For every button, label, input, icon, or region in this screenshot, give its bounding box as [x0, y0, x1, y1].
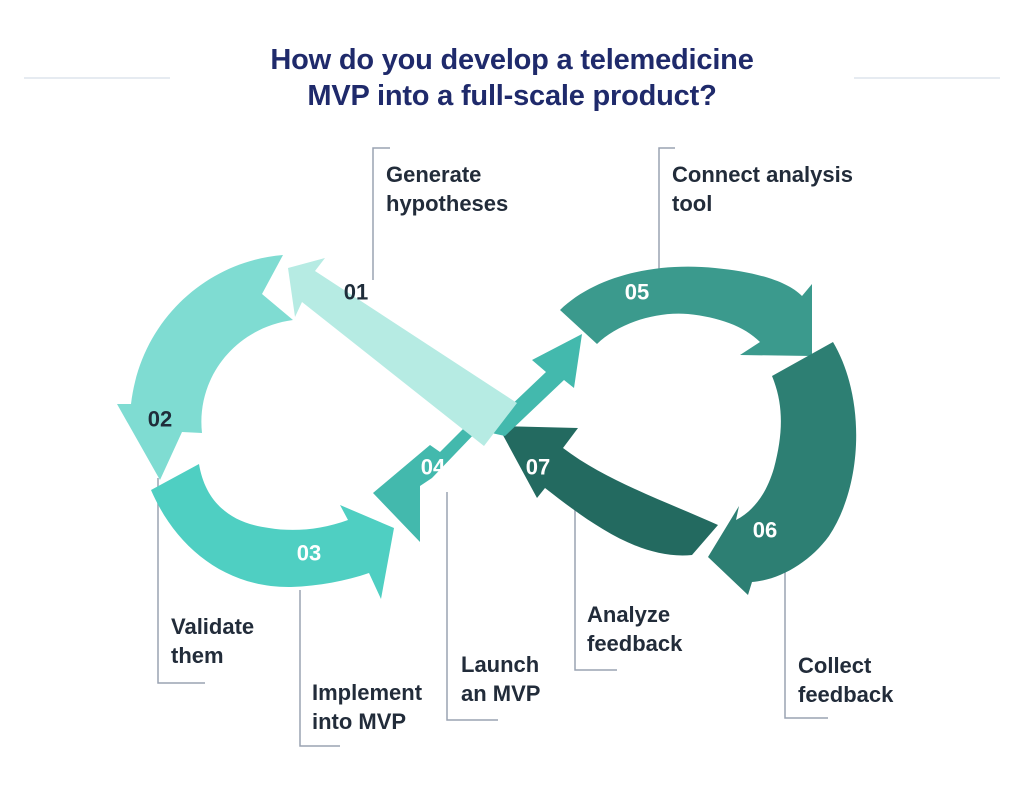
- step-number-04: 04: [421, 455, 446, 480]
- step-label-03: Implement into MVP: [312, 678, 422, 736]
- step-label-02-line1: Validate: [171, 614, 255, 639]
- page-title: How do you develop a telemedicine MVP in…: [0, 42, 1024, 114]
- step-label-01: Generate hypotheses: [386, 160, 508, 218]
- step-label-06-line1: Collect: [798, 653, 872, 678]
- step-label-01-line2: hypotheses: [386, 191, 509, 216]
- step-label-06-line2: feedback: [798, 682, 894, 707]
- arrow-segment-03: [151, 464, 394, 599]
- step-label-01-line1: Generate: [386, 162, 482, 187]
- step-number-01: 01: [344, 280, 368, 305]
- leader-line-02: [157, 478, 205, 684]
- leader-line-03: [299, 590, 340, 747]
- step-label-05-line2: tool: [672, 191, 713, 216]
- title-line-2: MVP into a full-scale product?: [307, 80, 717, 112]
- leader-lines: [157, 147, 828, 747]
- step-label-04-line2: an MVP: [461, 681, 541, 706]
- arrow-segment-05: [560, 266, 812, 356]
- step-label-05: Connect analysis tool: [672, 160, 853, 218]
- step-label-07: Analyze feedback: [587, 600, 682, 658]
- title-rule-left: [24, 77, 170, 79]
- step-label-04: Launch an MVP: [461, 650, 540, 708]
- leader-line-05: [658, 147, 675, 274]
- step-label-02: Validate them: [171, 612, 254, 670]
- step-label-03-line1: Implement: [312, 680, 423, 705]
- step-label-07-line2: feedback: [587, 631, 683, 656]
- step-label-04-line1: Launch: [461, 652, 540, 677]
- arrow-segments: [117, 255, 857, 599]
- step-label-05-line1: Connect analysis: [672, 162, 853, 187]
- step-label-03-line2: into MVP: [312, 709, 407, 734]
- step-label-06: Collect feedback: [798, 651, 893, 709]
- step-number-06: 06: [753, 518, 777, 543]
- arrow-segment-01: [288, 258, 517, 446]
- leader-line-07: [574, 505, 617, 671]
- leader-line-04: [446, 492, 498, 721]
- step-label-07-line1: Analyze: [587, 602, 671, 627]
- arrow-segment-02: [117, 255, 293, 480]
- arrow-segment-04: [373, 334, 582, 542]
- arrow-segment-06: [708, 342, 857, 595]
- step-number-03: 03: [297, 541, 321, 566]
- step-label-02-line2: them: [171, 643, 224, 668]
- step-number-05: 05: [625, 280, 649, 305]
- leader-line-01: [372, 147, 390, 280]
- title-rule-right: [854, 77, 1000, 79]
- arrow-segment-07: [498, 426, 718, 556]
- leader-line-06: [784, 560, 828, 719]
- step-number-02: 02: [148, 407, 172, 432]
- title-line-1: How do you develop a telemedicine: [270, 44, 754, 76]
- step-number-07: 07: [526, 455, 550, 480]
- step-numbers: 01 02 03 04 05 06 07: [148, 280, 777, 566]
